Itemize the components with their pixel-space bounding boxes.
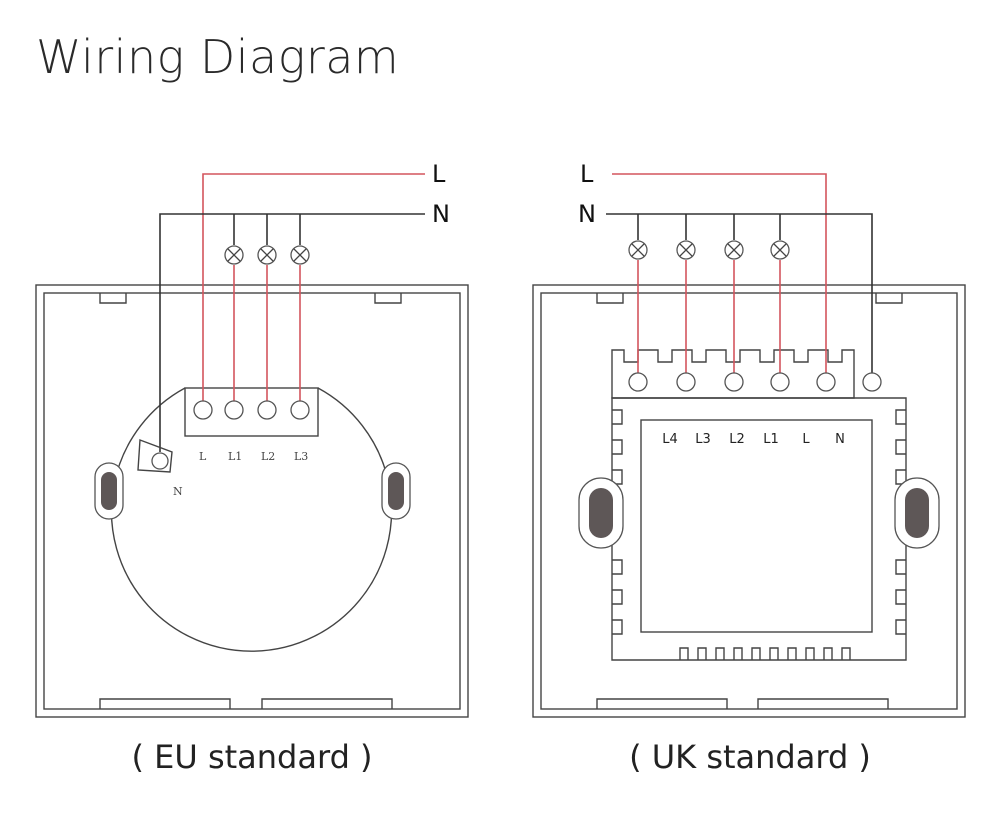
uk-terminal-label: L2 <box>729 432 745 447</box>
screw-terminal-icon <box>676 372 696 392</box>
eu-terminal-label: L2 <box>261 450 275 463</box>
eu-caption: ( EU standard ) <box>131 738 372 776</box>
eu-live-wire <box>202 173 425 406</box>
mount-slot-icon <box>894 477 940 549</box>
mount-slot-icon <box>94 462 124 520</box>
lamp-icon <box>770 240 790 260</box>
mount-slot-icon <box>381 462 411 520</box>
uk-caption: ( UK standard ) <box>629 738 871 776</box>
eu-label-N: N <box>432 200 450 228</box>
uk-terminal-label: L3 <box>695 432 711 447</box>
screw-terminal-icon <box>628 372 648 392</box>
screw-terminal-icon <box>862 372 882 392</box>
eu-terminal-label: L3 <box>294 450 308 463</box>
eu-diagram: L N L L1 L2 L3 N ( EU standard ) <box>35 160 469 776</box>
eu-label-L: L <box>432 160 446 188</box>
screw-terminal-icon <box>151 452 169 470</box>
lamp-icon <box>257 245 277 265</box>
uk-wall-plate <box>532 284 966 718</box>
lamp-icon <box>628 240 648 260</box>
uk-neutral-wire <box>606 213 873 376</box>
mount-slot-icon <box>578 477 624 549</box>
uk-terminal-label: L4 <box>662 432 678 447</box>
eu-terminal-label: L <box>199 450 207 463</box>
screw-terminal-icon <box>224 400 244 420</box>
screw-terminal-icon <box>816 372 836 392</box>
screw-terminal-icon <box>257 400 277 420</box>
uk-label-N: N <box>578 200 596 228</box>
eu-back-box <box>110 387 393 652</box>
eu-neutral-wire <box>159 213 425 452</box>
eu-wall-plate <box>35 284 469 718</box>
screw-terminal-icon <box>724 372 744 392</box>
eu-terminal-block <box>184 387 319 437</box>
eu-neutral-label: N <box>173 485 183 498</box>
lamp-icon <box>676 240 696 260</box>
screw-terminal-icon <box>193 400 213 420</box>
uk-live-wire <box>612 173 827 376</box>
eu-terminal-label: L1 <box>228 450 242 463</box>
screw-terminal-icon <box>770 372 790 392</box>
lamp-icon <box>224 245 244 265</box>
lamp-icon <box>290 245 310 265</box>
page-title: Wiring Diagram <box>36 30 400 84</box>
screw-terminal-icon <box>290 400 310 420</box>
uk-diagram: L N L4 L3 L2 L1 L N ( UK standard ) <box>532 160 966 776</box>
uk-label-L: L <box>580 160 594 188</box>
uk-terminal-label: N <box>835 432 845 447</box>
uk-module <box>611 349 907 661</box>
lamp-icon <box>724 240 744 260</box>
uk-terminal-label: L <box>802 432 810 447</box>
uk-terminal-label: L1 <box>763 432 779 447</box>
